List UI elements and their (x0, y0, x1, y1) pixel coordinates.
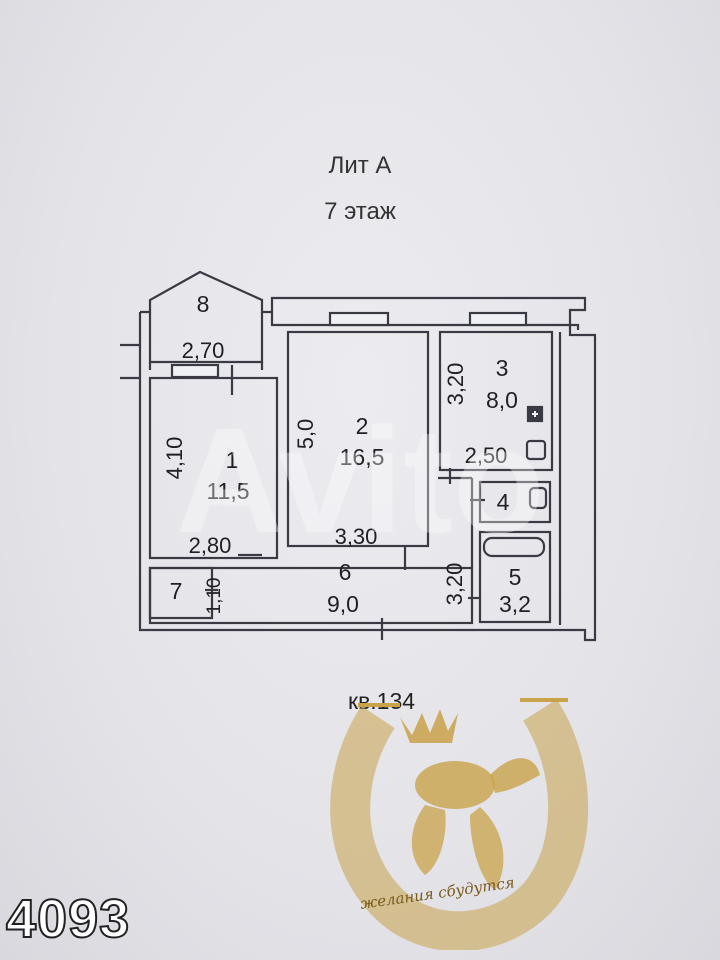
room-8-number: 8 (197, 291, 210, 317)
room-1-number: 1 (226, 447, 239, 473)
room-7-number: 7 (170, 578, 183, 604)
room-3-area: 8,0 (486, 387, 518, 413)
room-2-width: 3,30 (335, 524, 378, 549)
horseshoe-goldfish-logo: желания сбудутся (330, 698, 589, 950)
floor-plan: 8 2,70 1 11,5 4,10 2,80 2 16,5 5,0 3,30 … (120, 270, 597, 642)
room-5-length: 3,20 (442, 563, 467, 606)
building-label: Лит А (328, 152, 392, 179)
room-6-number: 6 (339, 559, 352, 585)
room-2-number: 2 (356, 413, 369, 439)
room-8-width: 2,70 (182, 338, 225, 363)
room-7-length: 1,10 (204, 578, 225, 615)
room-3-width: 2,50 (465, 443, 508, 468)
room-1-length: 4,10 (162, 437, 187, 480)
room-4-number: 4 (497, 489, 510, 515)
floor-label: 7 этаж (324, 198, 396, 225)
room-1-area: 11,5 (206, 478, 249, 504)
room-2-length: 5,0 (293, 419, 318, 450)
room-5-area: 3,2 (499, 591, 531, 617)
room-1-width: 2,80 (189, 533, 232, 558)
room-3-length: 3,20 (443, 363, 468, 406)
room-3-number: 3 (496, 355, 509, 381)
listing-number: 4093 (5, 888, 131, 950)
room-5-number: 5 (509, 564, 522, 590)
room-6-area: 9,0 (327, 591, 359, 617)
room-2-area: 16,5 (340, 444, 385, 470)
